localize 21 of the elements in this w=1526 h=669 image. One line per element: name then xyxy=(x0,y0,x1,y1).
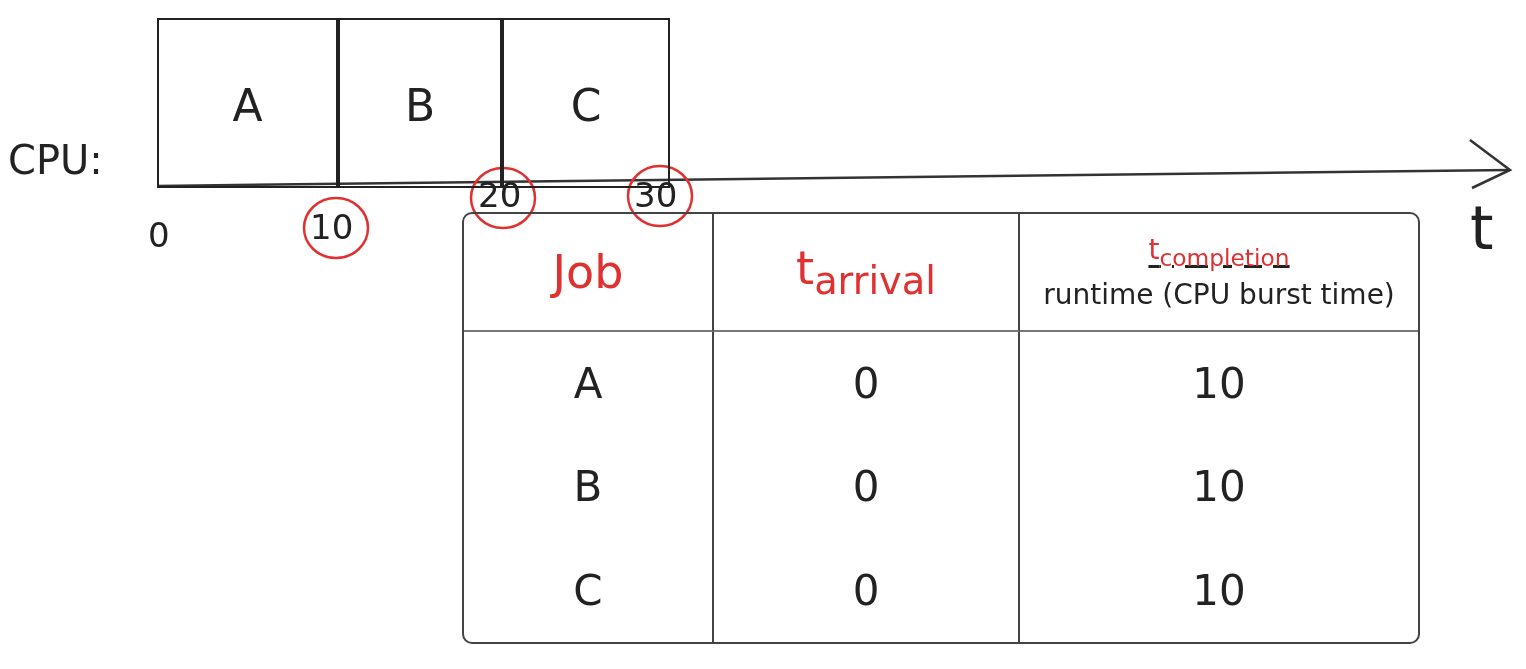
axis-label: t xyxy=(1470,198,1494,258)
column-header: t$_{arrival}$ xyxy=(796,240,936,304)
table-cell-text: 0 xyxy=(852,359,880,409)
time-slice xyxy=(157,18,338,188)
table-cell-text: C xyxy=(573,565,603,615)
table-cell-text: A xyxy=(573,359,603,409)
time-mark: 10 xyxy=(310,210,354,244)
table-cell-text: 0 xyxy=(852,462,880,512)
table-cell-text: 10 xyxy=(1192,359,1246,409)
column-header: runtime (CPU burst time) xyxy=(1043,277,1395,311)
time-mark: 0 xyxy=(148,218,170,252)
table-cell-text: 10 xyxy=(1192,462,1246,512)
column-header: Job xyxy=(552,245,624,299)
table-cell-text: 0 xyxy=(852,565,880,615)
job-name: C xyxy=(570,80,602,131)
table-cell-text: B xyxy=(573,462,603,512)
job-name: B xyxy=(404,80,436,131)
table-cell-text: 10 xyxy=(1192,565,1246,615)
struck-out-text: t$_{completion}$ xyxy=(1148,233,1290,272)
cpu-label: CPU: xyxy=(8,140,103,180)
job-name: A xyxy=(232,80,263,131)
